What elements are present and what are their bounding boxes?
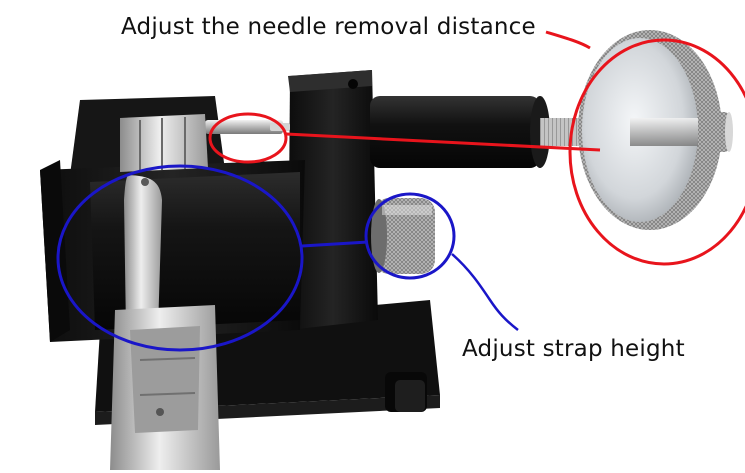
needle-label-leader — [545, 30, 591, 50]
needle-annotation — [208, 30, 745, 266]
strap-height-label: Adjust strap height — [462, 336, 685, 362]
rod-housing — [370, 96, 550, 168]
needle-knob-disc[interactable] — [578, 30, 733, 230]
watch-bracelet — [110, 114, 220, 470]
needle-connector-line — [285, 132, 601, 152]
needle-pin-circle — [208, 112, 288, 164]
strap-knob-circle — [364, 192, 456, 280]
strap-label-leader — [451, 253, 519, 331]
strap-knob[interactable] — [371, 198, 435, 274]
strap-annotation — [56, 164, 519, 352]
needle-knob-circle — [568, 38, 745, 266]
needle-distance-label: Adjust the needle removal distance — [121, 14, 536, 40]
screw-hole — [348, 79, 358, 89]
strap-connector-line — [301, 240, 369, 248]
strap-body-circle — [56, 164, 304, 352]
